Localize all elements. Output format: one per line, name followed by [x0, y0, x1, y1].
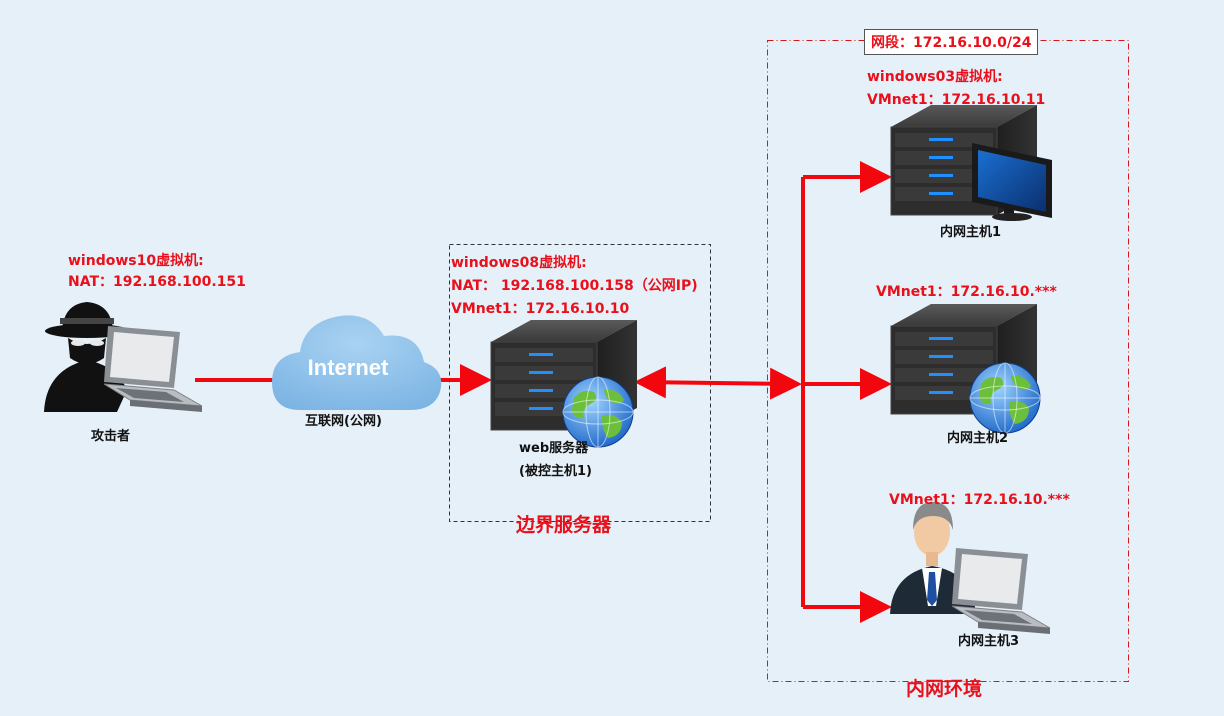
laptop-icon	[951, 547, 1051, 635]
intranet-zone	[767, 40, 1129, 682]
internet-caption: 互联网(公网)	[305, 414, 382, 429]
segment-label: 网段：172.16.10.0/24	[864, 29, 1039, 55]
cloud-icon	[272, 315, 442, 410]
host2-caption: 内网主机2	[947, 431, 1009, 446]
border-caption-line1: web服务器	[519, 441, 589, 456]
link-border-intranet	[634, 366, 802, 400]
attacker-caption: 攻击者	[91, 429, 131, 444]
monitor-icon	[972, 143, 1052, 221]
attacker-vm-label: windows10虚拟机:	[68, 253, 204, 269]
host3-caption: 内网主机3	[958, 634, 1020, 649]
intranet-zone-title: 内网环境	[906, 678, 983, 700]
border-caption-line2: (被控主机1)	[519, 464, 592, 479]
border-vm-label: windows08虚拟机:	[451, 255, 587, 271]
attacker-nat-label: NAT：192.168.100.151	[68, 274, 246, 290]
globe-icon	[969, 362, 1041, 434]
host1-caption: 内网主机1	[940, 225, 1002, 240]
border-vmnet-label: VMnet1：172.16.10.10	[451, 301, 630, 317]
cloud-text: Internet	[308, 355, 389, 380]
host3-vmnet-label: VMnet1：172.16.10.***	[889, 492, 1070, 508]
host2-vmnet-label: VMnet1：172.16.10.***	[876, 284, 1057, 300]
border-zone-title: 边界服务器	[516, 514, 612, 536]
host1-vm-label: windows03虚拟机:	[867, 69, 1003, 85]
host1-vmnet-label: VMnet1：172.16.10.11	[867, 92, 1046, 108]
border-nat-label: NAT： 192.168.100.158（公网IP)	[451, 278, 698, 294]
